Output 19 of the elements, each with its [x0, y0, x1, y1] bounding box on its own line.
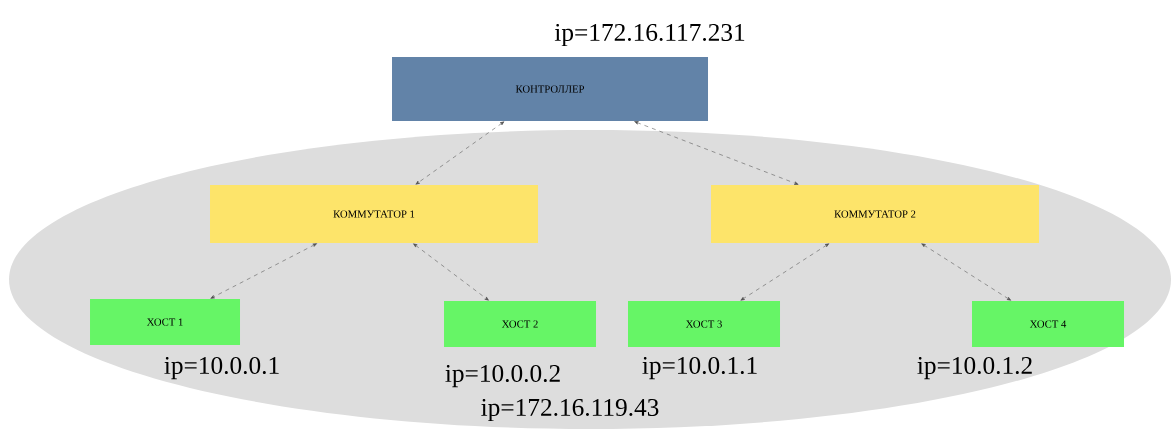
host-box: ХОСТ 1 — [90, 299, 240, 345]
ip-address: ip=10.0.0.2 — [445, 364, 560, 388]
switch-box: КОММУТАТОР 1 — [210, 185, 538, 243]
ip-address: ip=10.0.1.1 — [642, 356, 757, 380]
arrow — [415, 121, 505, 185]
switch-box: КОММУТАТОР 2 — [711, 185, 1039, 243]
controller-box: КОНТРОЛЛЕР — [392, 57, 708, 121]
arrow — [413, 243, 489, 301]
arrow — [210, 243, 317, 299]
ip-address: ip=172.16.117.231 — [554, 23, 745, 47]
host-box: ХОСТ 3 — [628, 301, 780, 347]
arrow — [634, 121, 799, 185]
arrow — [921, 243, 1012, 301]
ip-address: ip=172.16.119.43 — [481, 398, 659, 422]
ip-address: ip=10.0.1.2 — [917, 356, 1032, 380]
host-box: ХОСТ 4 — [972, 301, 1124, 347]
host-box: ХОСТ 2 — [444, 301, 596, 347]
ip-address: ip=10.0.0.1 — [164, 356, 279, 380]
arrow — [740, 243, 830, 301]
